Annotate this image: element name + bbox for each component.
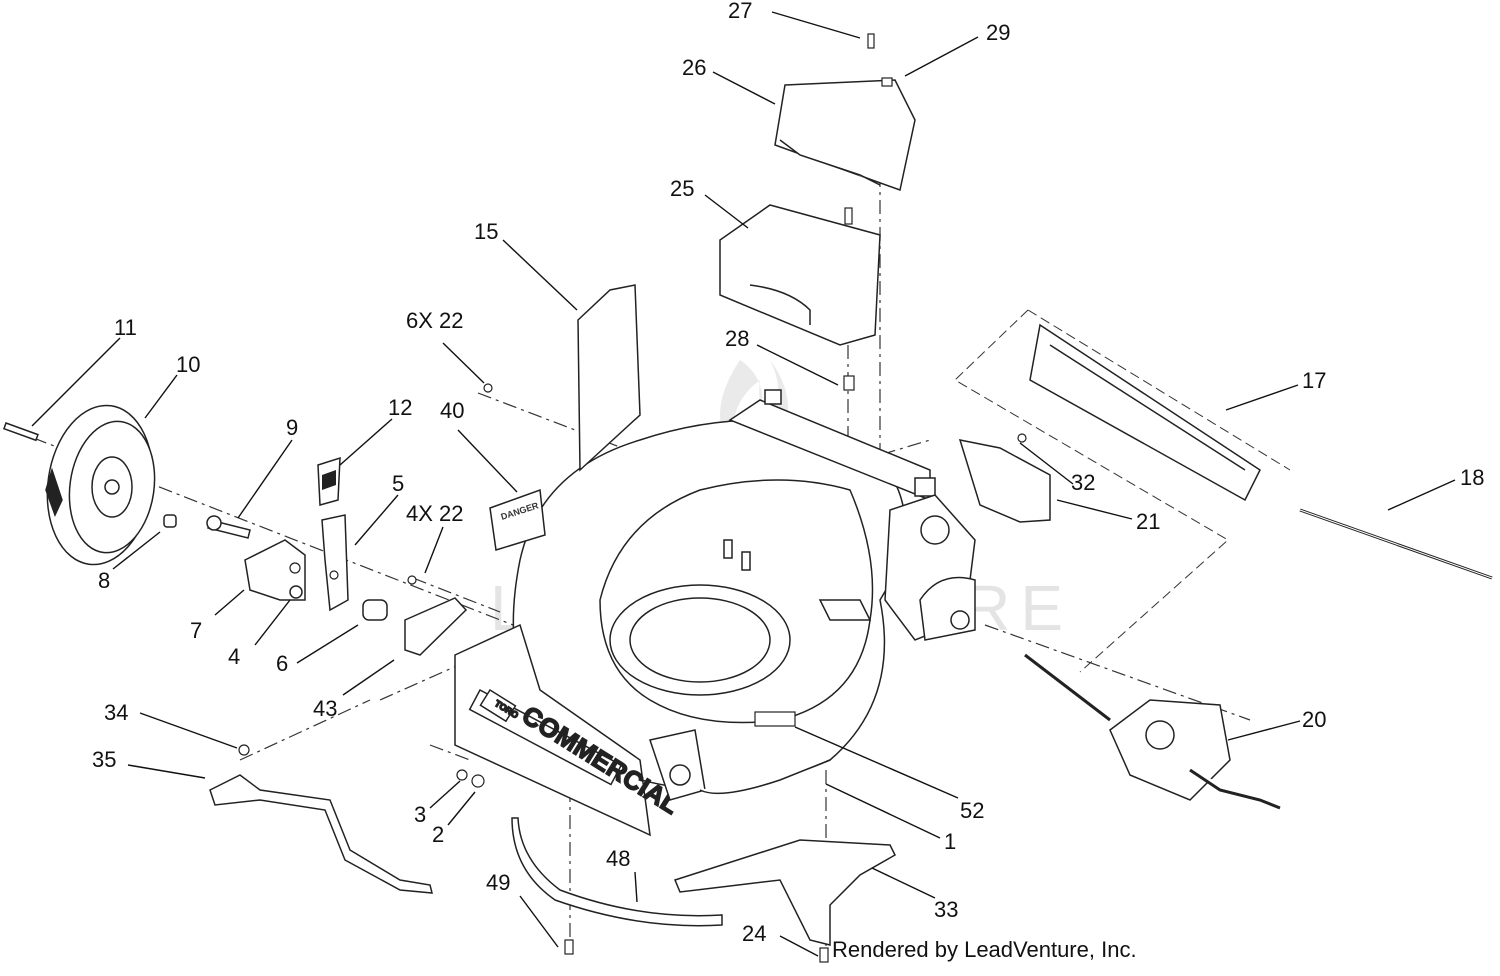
callout-32: 32 — [1071, 470, 1095, 495]
assembly-box-lines — [954, 309, 1291, 673]
callout-3: 3 — [414, 802, 426, 827]
callout-49: 49 — [486, 870, 510, 895]
discharge-cover-26 — [774, 79, 916, 191]
callout-29: 29 — [986, 20, 1010, 45]
rod-18-highlight — [1299, 509, 1493, 579]
callout-8: 8 — [98, 568, 110, 593]
toro-logo — [479, 688, 517, 723]
callout-10: 10 — [176, 352, 200, 377]
callout-52: 52 — [960, 798, 984, 823]
callout-18: 18 — [1460, 465, 1484, 490]
callout-15: 15 — [474, 219, 498, 244]
callout-12: 12 — [388, 395, 412, 420]
transmission-20 — [1024, 653, 1281, 810]
callout-leaders — [31, 11, 1456, 957]
bushing-6 — [362, 599, 388, 621]
callout-27: 27 — [728, 0, 752, 23]
callout-20: 20 — [1302, 707, 1326, 732]
rendered-by-credit: Rendered by LeadVenture, Inc. — [832, 937, 1137, 962]
callout-9: 9 — [286, 415, 298, 440]
spacer-8 — [163, 514, 177, 528]
washer-3 — [456, 769, 468, 781]
screw-27 — [867, 33, 875, 49]
chute-25 — [719, 204, 881, 346]
bolt-28-top — [844, 207, 853, 225]
screw-32 — [1017, 433, 1027, 443]
callout-1: 1 — [944, 829, 956, 854]
axle-bolt — [2, 422, 39, 442]
deck-label-52 — [754, 711, 796, 727]
callout-4: 4 — [228, 644, 240, 669]
callout-6: 6 — [276, 651, 288, 676]
height-plate-43 — [404, 597, 468, 656]
knob-12-grip — [322, 470, 336, 490]
nut-2 — [471, 774, 485, 788]
height-rod-35 — [209, 774, 433, 894]
callout-5: 5 — [392, 471, 404, 496]
rear-wheel — [45, 404, 156, 566]
callout-34: 34 — [104, 700, 128, 725]
callout-labels: 27 29 26 25 15 6X 22 28 11 10 9 12 40 5 … — [92, 0, 1484, 946]
callout-48: 48 — [606, 846, 630, 871]
bracket-7-hole — [289, 562, 301, 574]
danger-decal: DANGER — [489, 488, 546, 551]
skirt-strip-48 — [511, 817, 723, 927]
nut-34 — [238, 744, 250, 756]
callout-2: 2 — [432, 822, 444, 847]
callout-35: 35 — [92, 747, 116, 772]
callout-26: 26 — [682, 55, 706, 80]
callout-28: 28 — [725, 326, 749, 351]
screw-6x22 — [483, 383, 493, 393]
bracket-7 — [244, 539, 306, 601]
mower-deck: COMMERCIAL TORO — [454, 389, 976, 837]
screw-24 — [819, 947, 829, 963]
nut-29 — [881, 77, 893, 87]
callout-25: 25 — [670, 176, 694, 201]
nut-28 — [843, 375, 855, 391]
callout-40: 40 — [440, 398, 464, 423]
bolt-9-head — [206, 515, 222, 531]
callout-4x22: 4X 22 — [406, 501, 464, 526]
callout-6x22: 6X 22 — [406, 308, 464, 333]
callout-11: 11 — [114, 315, 137, 340]
rear-door-21 — [958, 439, 1051, 523]
nut-4 — [289, 585, 303, 599]
lever-5 — [321, 514, 349, 612]
baffle-15 — [577, 284, 641, 472]
callout-17: 17 — [1302, 368, 1326, 393]
lever-5-hole — [329, 570, 339, 580]
screw-49 — [564, 939, 574, 955]
callout-43: 43 — [313, 696, 337, 721]
deflector-33 — [673, 839, 896, 946]
callout-24: 24 — [742, 921, 766, 946]
rear-flap-17 — [1029, 323, 1261, 502]
callout-21: 21 — [1136, 509, 1160, 534]
screw-4x22 — [407, 575, 417, 585]
callout-7: 7 — [190, 618, 202, 643]
callout-33: 33 — [934, 897, 958, 922]
